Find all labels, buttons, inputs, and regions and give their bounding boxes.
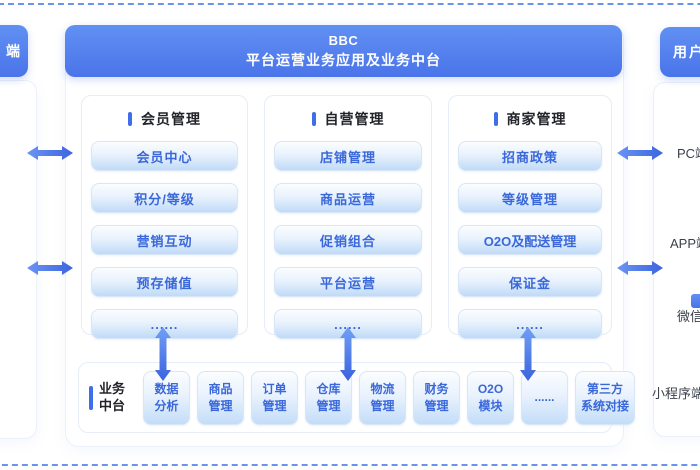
right-panel-header-label: 用户端 xyxy=(673,44,700,60)
module-box: 招商政策 xyxy=(458,141,602,171)
column-card-merchant-management: 商家管理 招商政策 等级管理 O2O及配送管理 保证金 ...... xyxy=(448,95,612,339)
double-arrow-vertical-1-icon xyxy=(154,327,172,381)
right-panel-item-miniprogram: 小程序端 xyxy=(652,386,700,401)
platform-module-box: 物流 管理 xyxy=(359,370,406,425)
module-box: 等级管理 xyxy=(458,183,602,213)
module-box: 店铺管理 xyxy=(274,141,422,171)
platform-module-box: O2O 模块 xyxy=(467,370,514,425)
main-header: BBC 平台运营业务应用及业务中台 xyxy=(65,25,622,77)
left-side-panel: 台 xyxy=(0,80,37,439)
partial-blue-element xyxy=(691,294,700,308)
double-arrow-right-top-icon xyxy=(617,145,663,161)
double-arrow-right-bottom-icon xyxy=(617,260,663,276)
module-box: 预存储值 xyxy=(91,267,238,297)
title-accent-bar-icon xyxy=(493,112,498,126)
module-box: 保证金 xyxy=(458,267,602,297)
column-title-row: 商家管理 xyxy=(458,109,602,129)
column-title: 会员管理 xyxy=(141,111,201,127)
middle-platform-label-row: 业务 中台 xyxy=(89,381,141,415)
module-box: O2O及配送管理 xyxy=(458,225,602,255)
module-box: 积分/等级 xyxy=(91,183,238,213)
column-title: 自营管理 xyxy=(324,111,385,127)
double-arrow-left-top-icon xyxy=(27,145,73,161)
left-panel-header-label: 端 xyxy=(6,43,20,59)
platform-module-box: 商品 管理 xyxy=(197,370,244,425)
platform-module-box: 第三方 系统对接 xyxy=(575,370,635,425)
right-panel-item-wechat: 微信端 xyxy=(677,309,700,324)
column-title-row: 自营管理 xyxy=(274,109,422,129)
module-box: 促销组合 xyxy=(274,225,422,255)
platform-module-box: 仓库 管理 xyxy=(305,370,352,425)
title-accent-bar-icon xyxy=(311,112,316,126)
title-accent-bar-icon xyxy=(128,112,132,126)
left-panel-header: 端 xyxy=(0,25,28,77)
diagram-dashed-frame xyxy=(0,3,700,466)
column-card-member-management: 会员管理 会员中心 积分/等级 营销互动 预存储值 ...... xyxy=(81,95,248,339)
module-box: 会员中心 xyxy=(91,141,238,171)
main-header-line1: BBC xyxy=(328,32,359,48)
double-arrow-vertical-2-icon xyxy=(339,327,357,381)
column-card-self-operated-management: 自营管理 店铺管理 商品运营 促销组合 平台运营 ...... xyxy=(264,95,432,339)
platform-module-box: 数据 分析 xyxy=(143,370,190,425)
column-title-row: 会员管理 xyxy=(91,109,238,129)
right-panel-item-pc: PC端 xyxy=(677,146,700,161)
module-box: 营销互动 xyxy=(91,225,238,255)
double-arrow-vertical-3-icon xyxy=(519,327,537,381)
right-side-panel xyxy=(653,82,700,437)
module-box: 平台运营 xyxy=(274,267,422,297)
middle-platform-title: 业务 中台 xyxy=(99,380,126,413)
right-panel-item-app: APP端 xyxy=(670,236,700,251)
main-header-line2: 平台运营业务应用及业务中台 xyxy=(246,51,441,68)
right-panel-header: 用户端 xyxy=(660,27,700,77)
title-accent-bar-icon xyxy=(89,385,93,410)
module-box: 商品运营 xyxy=(274,183,422,213)
platform-module-box: 订单 管理 xyxy=(251,370,298,425)
column-title: 商家管理 xyxy=(506,111,567,127)
platform-module-box: 财务 管理 xyxy=(413,370,460,425)
double-arrow-left-bottom-icon xyxy=(27,260,73,276)
middle-platform-items: 数据 分析 商品 管理 订单 管理 仓库 管理 物流 管理 财务 管理 O2O … xyxy=(143,370,635,425)
